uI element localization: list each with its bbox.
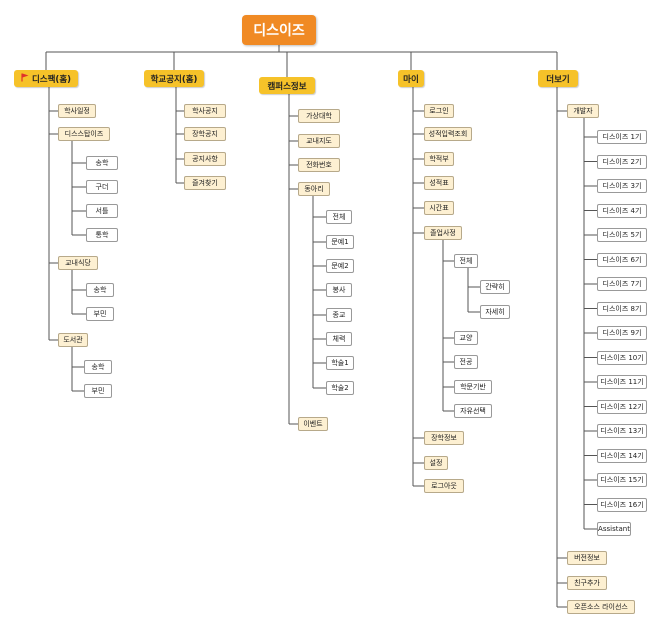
node-notice-2[interactable]: 장학공지 xyxy=(184,127,226,141)
flag-icon xyxy=(21,73,29,85)
node-grad-3[interactable]: 학문기반 xyxy=(454,380,492,394)
main-node-notice[interactable]: 학교공지(홈) xyxy=(144,70,204,87)
node-library[interactable]: 도서관 xyxy=(58,333,88,347)
node-club-3[interactable]: 문예2 xyxy=(326,259,354,273)
node-club-1[interactable]: 전체 xyxy=(326,210,352,224)
node-club-2[interactable]: 문예1 xyxy=(326,235,354,249)
main-node-more[interactable]: 더보기 xyxy=(538,70,578,87)
node-notice-1[interactable]: 학사공지 xyxy=(184,104,226,118)
node-club-5[interactable]: 종교 xyxy=(326,308,352,322)
node-tips[interactable]: 디스스탑이즈 xyxy=(58,127,110,141)
node-club-8[interactable]: 학술2 xyxy=(326,381,354,395)
node-my-settings[interactable]: 설정 xyxy=(424,456,448,470)
node-my-2[interactable]: 성적입력조회 xyxy=(424,127,472,141)
node-cafeteria-2[interactable]: 부민 xyxy=(86,307,114,321)
node-my-1[interactable]: 로그인 xyxy=(424,104,454,118)
main-node-campus[interactable]: 캠퍼스정보 xyxy=(259,77,315,94)
node-dev-6[interactable]: 디스이즈 6기 xyxy=(597,252,647,267)
node-my-4[interactable]: 성적표 xyxy=(424,176,454,190)
node-club-7[interactable]: 학술1 xyxy=(326,356,354,370)
node-dev-13[interactable]: 디스이즈 13기 xyxy=(597,424,647,438)
node-campus-3[interactable]: 전화번호 xyxy=(298,158,340,172)
node-library-2[interactable]: 부민 xyxy=(84,384,112,398)
node-campus-1[interactable]: 가상대학 xyxy=(298,109,340,123)
node-tips-3[interactable]: 서틀 xyxy=(86,204,118,218)
node-dev[interactable]: 개발자 xyxy=(567,104,599,118)
node-dev-4[interactable]: 디스이즈 4기 xyxy=(597,203,647,218)
node-grad-all-1[interactable]: 간략히 xyxy=(480,280,510,294)
node-dev-5[interactable]: 디스이즈 5기 xyxy=(597,228,647,242)
main-node-home[interactable]: 디스팩(홈) xyxy=(14,70,78,87)
node-my-scholarship[interactable]: 장학정보 xyxy=(424,431,464,445)
node-grad-4[interactable]: 자유선택 xyxy=(454,404,492,418)
node-notice-4[interactable]: 즐겨찾기 xyxy=(184,176,226,190)
node-cafeteria-1[interactable]: 송학 xyxy=(86,283,114,297)
node-dev-9[interactable]: 디스이즈 9기 xyxy=(597,326,647,340)
main-node-my[interactable]: 마이 xyxy=(398,70,424,87)
node-dev-1[interactable]: 디스이즈 1기 xyxy=(597,130,647,144)
node-dev-8[interactable]: 디스이즈 8기 xyxy=(597,301,647,316)
node-grad-2[interactable]: 전공 xyxy=(454,355,478,369)
node-more-version[interactable]: 버전정보 xyxy=(567,551,607,565)
node-library-1[interactable]: 송학 xyxy=(84,360,112,374)
node-dev-14[interactable]: 디스이즈 14기 xyxy=(597,448,647,463)
node-my-logout[interactable]: 로그아웃 xyxy=(424,479,464,493)
node-dev-2[interactable]: 디스이즈 2기 xyxy=(597,154,647,169)
node-club[interactable]: 동아리 xyxy=(298,182,330,196)
node-cafeteria[interactable]: 교내식당 xyxy=(58,256,98,270)
node-event[interactable]: 이벤트 xyxy=(298,417,328,431)
node-grad-all[interactable]: 전체 xyxy=(454,254,478,268)
node-campus-2[interactable]: 교내지도 xyxy=(298,134,340,148)
node-more-license[interactable]: 오픈소스 라이선스 xyxy=(567,600,635,614)
node-more-friend[interactable]: 친구추가 xyxy=(567,576,607,590)
node-club-6[interactable]: 체력 xyxy=(326,332,352,346)
node-dev-3[interactable]: 디스이즈 3기 xyxy=(597,179,647,193)
node-grad-all-2[interactable]: 자세히 xyxy=(480,305,510,319)
node-dev-17[interactable]: Assistant xyxy=(597,522,631,536)
node-club-4[interactable]: 봉사 xyxy=(326,283,352,297)
node-dev-15[interactable]: 디스이즈 15기 xyxy=(597,473,647,487)
node-grad-1[interactable]: 교양 xyxy=(454,331,478,345)
node-dev-11[interactable]: 디스이즈 11기 xyxy=(597,375,647,389)
node-dev-7[interactable]: 디스이즈 7기 xyxy=(597,277,647,291)
node-tips-4[interactable]: 통학 xyxy=(86,228,118,242)
node-tips-1[interactable]: 송학 xyxy=(86,156,118,170)
node-dev-10[interactable]: 디스이즈 10기 xyxy=(597,350,647,365)
node-graduation[interactable]: 졸업사정 xyxy=(424,226,462,240)
main-node-home-label: 디스팩(홈) xyxy=(31,74,72,85)
node-dev-16[interactable]: 디스이즈 16기 xyxy=(597,497,647,512)
node-my-3[interactable]: 학적부 xyxy=(424,152,454,166)
node-my-5[interactable]: 시간표 xyxy=(424,201,454,215)
node-notice-3[interactable]: 공지사항 xyxy=(184,152,226,166)
root-node[interactable]: 디스이즈 xyxy=(242,15,316,45)
node-schedule[interactable]: 학사일정 xyxy=(58,104,96,118)
node-dev-12[interactable]: 디스이즈 12기 xyxy=(597,399,647,414)
node-tips-2[interactable]: 구더 xyxy=(86,180,118,194)
